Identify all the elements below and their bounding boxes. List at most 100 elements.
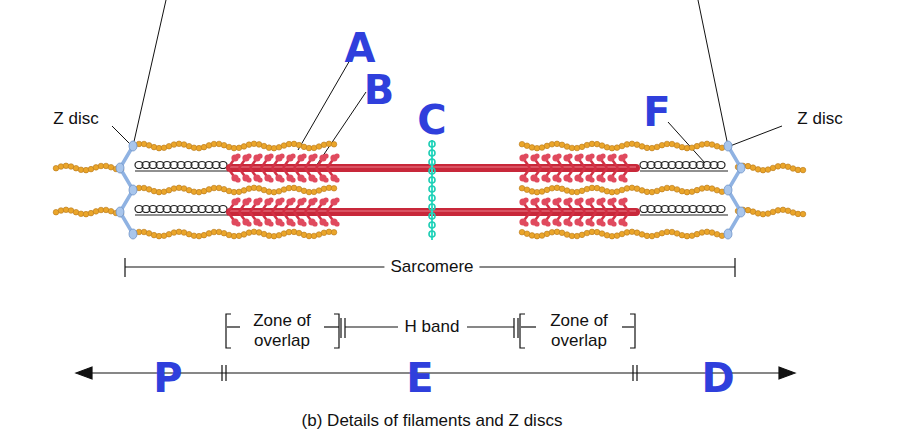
actin-bead: [659, 142, 665, 148]
myosin-head: [611, 153, 616, 158]
actin-bead: [171, 186, 177, 192]
actin-bead: [529, 233, 535, 239]
myosin-head: [600, 197, 605, 202]
actin-bead: [58, 208, 64, 214]
actin-bead: [760, 211, 766, 217]
z-disc-node: [116, 207, 124, 217]
myosin-head: [279, 221, 284, 226]
actin-bead: [301, 144, 307, 150]
myosin-head: [600, 221, 605, 226]
myosin-head: [235, 197, 240, 202]
actin-bead: [331, 230, 337, 236]
actin-bead: [58, 164, 64, 170]
myosin-head: [523, 197, 528, 202]
myosin-head: [523, 221, 528, 226]
actin-bead: [291, 229, 297, 235]
callout-letter: B: [364, 70, 395, 110]
callout-letter: F: [643, 92, 670, 132]
h-band-label: H band: [405, 317, 460, 337]
bracket-group: [76, 258, 795, 381]
z-disc-node: [724, 185, 732, 195]
actin-bead: [301, 232, 307, 238]
thin-filament: [131, 185, 337, 195]
actin-bead: [246, 230, 252, 236]
m-line-bead: [429, 168, 435, 174]
m-line: [429, 140, 435, 240]
myosin-head: [556, 221, 561, 226]
actin-bead: [574, 233, 580, 239]
leader-line: [668, 122, 705, 163]
actin-bead: [301, 188, 307, 194]
thin-filament: [519, 229, 725, 239]
actin-bead: [321, 230, 327, 236]
myosin-head: [290, 177, 295, 182]
myosin-head: [567, 153, 572, 158]
actin-bead: [629, 185, 635, 191]
z-disc-node: [116, 163, 124, 173]
actin-bead: [216, 229, 222, 235]
zone-label: Zone of overlap: [242, 311, 322, 350]
actin-bead: [141, 229, 147, 235]
actin-bead: [800, 211, 806, 217]
myosin-head: [235, 221, 240, 226]
myosin-head: [312, 197, 317, 202]
myosin-head: [578, 177, 583, 182]
actin-bead: [246, 142, 252, 148]
myosin-head: [334, 153, 339, 158]
actin-bead: [699, 186, 705, 192]
myosin-head: [268, 153, 273, 158]
actin-bead: [604, 233, 610, 239]
zone-bracket: [520, 314, 525, 348]
actin-bead: [151, 144, 157, 150]
actin-bead: [196, 189, 202, 195]
myosin-head: [257, 197, 262, 202]
myosin-head: [589, 221, 594, 226]
myosin-head: [622, 153, 627, 158]
z-disc-node: [724, 141, 732, 151]
callout-letter: C: [417, 100, 446, 140]
z-disc-node: [737, 163, 745, 173]
thin-filament: [519, 141, 725, 151]
titin-filament: [135, 206, 228, 216]
myosin-head: [578, 197, 583, 202]
myosin-head: [523, 153, 528, 158]
actin-bead: [271, 189, 277, 195]
actin-bead: [534, 233, 540, 239]
myosin-head: [323, 197, 328, 202]
m-line-bead: [429, 159, 435, 165]
m-line-bead: [429, 231, 435, 237]
bracket-dash: [622, 326, 634, 327]
actin-bead: [246, 186, 252, 192]
myosin-head: [257, 221, 262, 226]
actin-bead: [93, 209, 99, 215]
titin-filament: [135, 162, 228, 172]
z-disc-node: [129, 141, 137, 151]
actin-bead: [63, 207, 69, 213]
actin-bead: [760, 167, 766, 173]
zone-label: Zone of overlap: [539, 311, 619, 350]
myosin-head: [312, 177, 317, 182]
myosin-head: [312, 153, 317, 158]
figure-caption: (b) Details of filaments and Z discs: [302, 411, 563, 431]
myosin-head: [622, 221, 627, 226]
band-tick: [633, 365, 637, 381]
actin-bead: [780, 207, 786, 213]
myosin-head: [301, 197, 306, 202]
actin-bead: [604, 189, 610, 195]
actin-bead: [629, 141, 635, 147]
actin-bead: [226, 144, 232, 150]
leader-line: [698, 0, 728, 146]
titin-line: [640, 214, 728, 215]
myosin-head: [567, 221, 572, 226]
callout-letter: P: [153, 358, 182, 398]
actin-bead: [755, 167, 761, 173]
actin-bead: [291, 141, 297, 147]
leader-line: [112, 126, 132, 146]
myosin-head: [279, 153, 284, 158]
m-line-bead: [429, 141, 435, 147]
bracket-tick: [124, 258, 125, 277]
bracket-dash: [521, 326, 536, 327]
actin-bead: [226, 232, 232, 238]
myosin-head: [589, 177, 594, 182]
arrow-head: [76, 367, 92, 379]
